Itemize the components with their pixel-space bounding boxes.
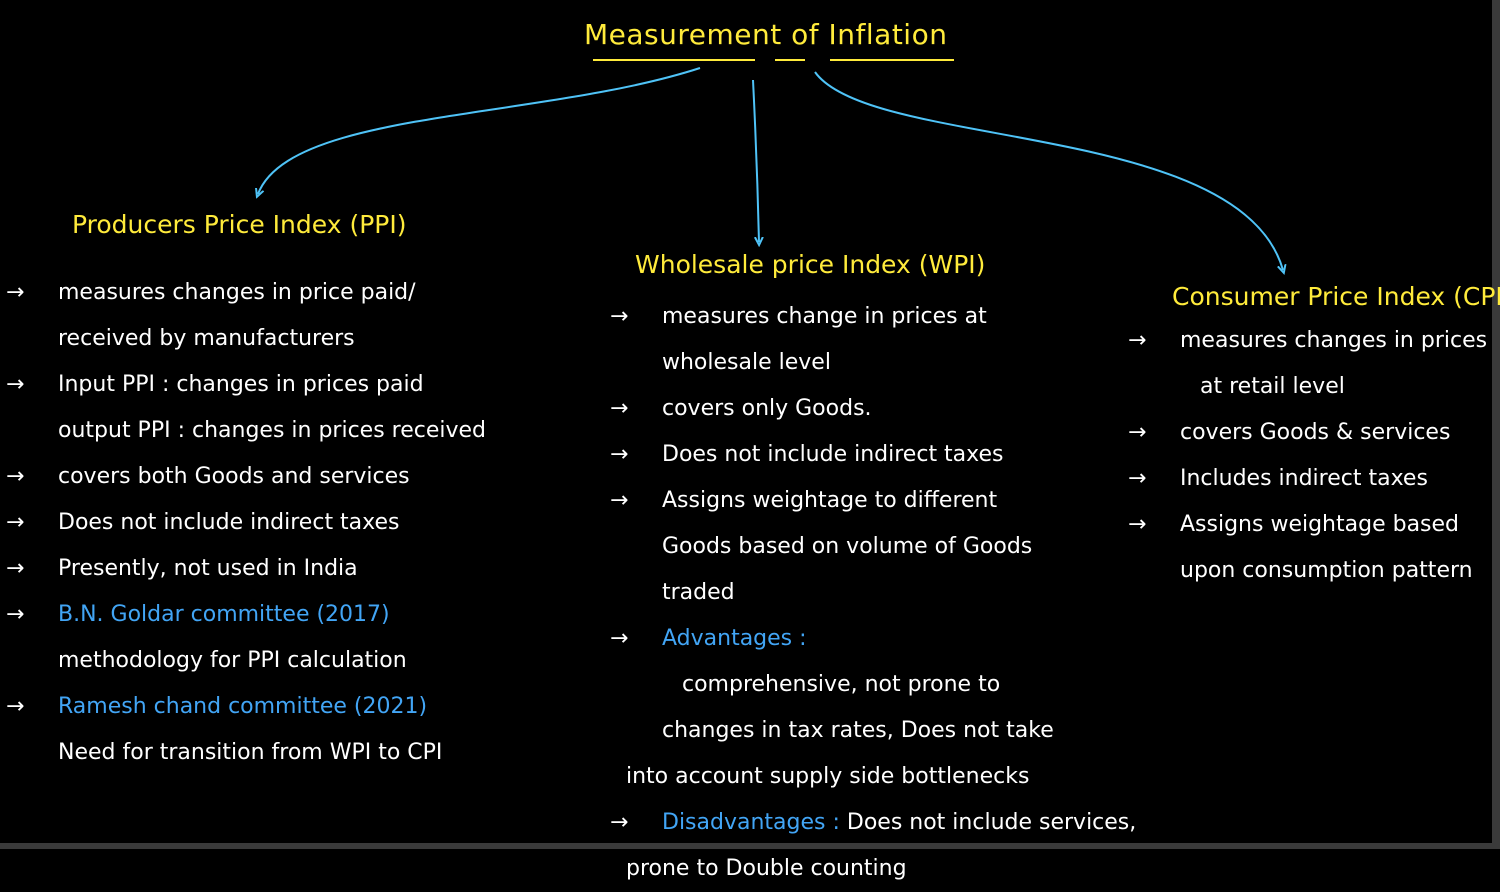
arrow-bullet-icon: → [1128,328,1147,353]
cpi-point: → Assigns weightage based upon consumpti… [1128,502,1487,594]
cpi-point: → covers Goods & services [1128,410,1487,456]
ppi-point: → measures changes in price paid/ receiv… [6,270,486,362]
point-text: Presently, not used in India [58,556,358,581]
wpi-disadvantages: → Disadvantages : Does not include servi… [610,800,1136,892]
ppi-point: → covers both Goods and services [6,454,486,500]
point-text: methodology for PPI calculation [58,648,407,673]
ppi-point: → Presently, not used in India [6,546,486,592]
ppi-column: → measures changes in price paid/ receiv… [6,270,486,776]
point-text: Input PPI : changes in prices paid [58,372,424,397]
arrow-to-ppi [258,67,701,194]
ppi-point: → Ramesh chand committee (2021) Need for… [6,684,486,776]
ppi-point: → B.N. Goldar committee (2017) methodolo… [6,592,486,684]
wpi-heading: Wholesale price Index (WPI) [635,250,986,279]
point-text: Assigns weightage based [1180,512,1460,537]
point-text: measures changes in price paid/ [58,280,416,305]
disadvantages-text: prone to Double counting [626,856,907,881]
arrow-bullet-icon: → [1128,512,1147,537]
window-frame-bottom [0,843,1500,849]
wpi-column: → measures change in prices at wholesale… [610,294,1136,892]
arrow-bullet-icon: → [1128,466,1147,491]
arrow-bullet-icon: → [6,602,25,627]
arrow-bullet-icon: → [6,280,25,305]
arrow-bullet-icon: → [6,694,25,719]
advantages-text: into account supply side bottlenecks [626,764,1030,789]
point-text: wholesale level [662,350,831,375]
arrow-bullet-icon: → [610,626,629,651]
arrow-bullet-icon: → [610,304,629,329]
advantages-text: changes in tax rates, Does not take [662,718,1054,743]
advantages-text: comprehensive, not prone to [682,672,1001,697]
wpi-point: → covers only Goods. [610,386,1136,432]
arrow-bullet-icon: → [610,810,629,835]
point-text: traded [662,580,735,605]
advantages-label: Advantages : [662,626,807,651]
arrow-bullet-icon: → [6,372,25,397]
connector-arrows [0,59,1500,849]
point-text: Does not include indirect taxes [662,442,1004,467]
point-text: measures change in prices at [662,304,987,329]
point-text: measures changes in prices [1180,328,1488,353]
wpi-point: → measures change in prices at wholesale… [610,294,1136,386]
wpi-advantages: → Advantages : comprehensive, not prone … [610,616,1136,800]
committee-name: Ramesh chand committee (2021) [58,694,428,719]
arrow-bullet-icon: → [610,488,629,513]
arrow-bullet-icon: → [6,464,25,489]
point-text: output PPI : changes in prices received [58,418,487,443]
arrow-to-wpi [752,79,759,242]
point-text: Includes indirect taxes [1180,466,1428,491]
point-text: Need for transition from WPI to CPI [58,740,443,765]
cpi-heading: Consumer Price Index (CPI) [1172,282,1500,311]
arrow-bullet-icon: → [1128,420,1147,445]
point-text: covers Goods & services [1180,420,1451,445]
point-text: received by manufacturers [58,326,355,351]
diagram-title: Measurement of Inflation [584,18,948,51]
disadvantages-text: Does not include services, [846,810,1137,835]
point-text: Does not include indirect taxes [58,510,400,535]
point-text: Assigns weightage to different [662,488,998,513]
cpi-point: → measures changes in prices at retail l… [1128,318,1487,410]
cpi-point: → Includes indirect taxes [1128,456,1487,502]
ppi-heading: Producers Price Index (PPI) [72,210,407,239]
arrow-to-cpi [814,71,1283,270]
arrow-bullet-icon: → [6,510,25,535]
cpi-column: → measures changes in prices at retail l… [1128,318,1487,594]
point-text: Goods based on volume of Goods [662,534,1033,559]
disadvantages-label: Disadvantages : [662,810,840,835]
point-text: covers only Goods. [662,396,872,421]
wpi-point: → Does not include indirect taxes [610,432,1136,478]
point-text: covers both Goods and services [58,464,410,489]
window-frame-right [1492,0,1500,849]
arrow-bullet-icon: → [6,556,25,581]
point-text: at retail level [1200,374,1345,399]
wpi-point: → Assigns weightage to different Goods b… [610,478,1136,616]
ppi-point: → Input PPI : changes in prices paid out… [6,362,486,454]
arrow-bullet-icon: → [610,442,629,467]
ppi-point: → Does not include indirect taxes [6,500,486,546]
point-text: upon consumption pattern [1180,558,1473,583]
committee-name: B.N. Goldar committee (2017) [58,602,390,627]
arrow-bullet-icon: → [610,396,629,421]
